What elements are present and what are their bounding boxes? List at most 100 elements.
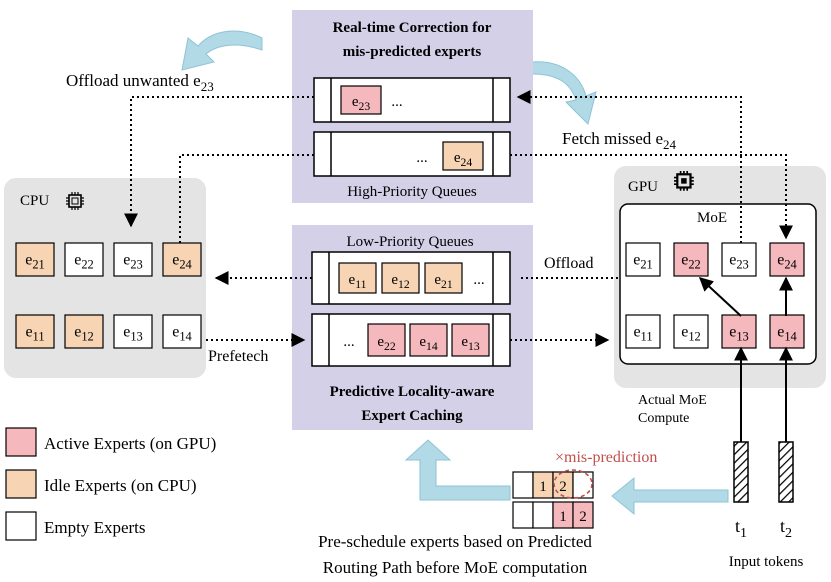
chip-icon [66, 192, 84, 210]
low-priority-queues-label: Low-Priority Queues [346, 234, 473, 250]
flow-arrow-offload [181, 30, 263, 71]
expert-cell [673, 242, 709, 277]
schedule-cell-label: 2 [559, 479, 567, 495]
offload-unwanted-label: Offload unwanted e23 [66, 71, 214, 94]
expert-cell [367, 323, 406, 357]
expert-cell [442, 141, 484, 171]
dotted-connectors [124, 90, 793, 347]
expert-label: e22 [681, 252, 701, 272]
token-label: t2 [780, 516, 792, 541]
queue-ellipsis: ... [473, 272, 484, 288]
expert-label: e24 [454, 150, 473, 169]
chip-icon [674, 171, 694, 191]
queue-ellipsis: ... [343, 334, 354, 350]
expert-cell [113, 242, 153, 277]
schedule-cell-label: 1 [559, 509, 567, 525]
routing-arrow [698, 277, 742, 317]
prefetch-label: Prefetech [208, 348, 268, 365]
schedule-cell-label: 2 [579, 509, 587, 525]
correction-title-line1: Real-time Correction for [333, 20, 492, 36]
schedule-cell [512, 501, 534, 529]
offload-label: Offload [544, 255, 593, 272]
high-priority-queue-1: e23 ... [313, 77, 511, 123]
input-token-2 [778, 441, 794, 503]
high-priority-queue-2: ... e24 [313, 131, 511, 177]
expert-cell [721, 242, 757, 277]
queue-ellipsis: ... [416, 150, 427, 166]
expert-cell [162, 314, 202, 349]
low-priority-queue-1: e11 e12 e21 ... [311, 251, 511, 305]
legend-label: Idle Experts (on CPU) [44, 476, 197, 495]
expert-cell [162, 242, 202, 277]
expert-label: e14 [777, 324, 797, 344]
expert-cell [409, 323, 448, 357]
caching-title-line2: Expert Caching [361, 408, 463, 424]
flow-arrow-to-caching [404, 439, 511, 501]
offload-unwanted-path [124, 96, 314, 228]
expert-cell [625, 314, 661, 349]
schedule-cell [572, 471, 594, 499]
expert-label: e13 [729, 324, 749, 344]
expert-cell [113, 314, 153, 349]
token-label: t1 [735, 516, 747, 541]
expert-label: e23 [729, 252, 749, 272]
expert-label: e11 [349, 272, 367, 291]
expert-label: e11 [633, 324, 652, 344]
actual-moe-compute-line1: Actual MoE [638, 393, 707, 408]
schedule-cell [532, 501, 554, 529]
expert-label: e13 [461, 334, 480, 353]
expert-cell [625, 242, 661, 277]
expert-label: e22 [74, 252, 94, 272]
misprediction-label: ×mis-prediction [555, 449, 657, 466]
expert-cell [15, 242, 55, 277]
expert-cell [338, 262, 377, 294]
legend-label: Active Experts (on GPU) [44, 434, 216, 453]
input-tokens-label: Input tokens [729, 554, 804, 570]
schedule-cell-label: 1 [539, 479, 547, 495]
legend-swatch [5, 511, 37, 541]
expert-cell [769, 242, 805, 277]
expert-label: e13 [123, 324, 143, 344]
legend: Active Experts (on GPU) Idle Experts (on … [5, 427, 216, 541]
high-priority-queues-label: High-Priority Queues [347, 184, 477, 200]
caching-panel: Low-Priority Queues e11 e12 e21 ... ... e2… [292, 225, 533, 430]
expert-label: e14 [172, 324, 192, 344]
expert-label: e11 [25, 324, 44, 344]
schedule-cell [512, 471, 534, 499]
moe-label: MoE [697, 210, 727, 226]
legend-swatch [5, 427, 37, 457]
expert-label: e24 [172, 252, 192, 272]
expert-label: e12 [391, 272, 410, 291]
expert-label: e23 [123, 252, 143, 272]
cpu-label: CPU [20, 193, 49, 209]
fetch-missed-path [510, 154, 793, 240]
expert-label: e12 [74, 324, 94, 344]
legend-label: Empty Experts [44, 518, 146, 537]
preschedule-caption-line1: Pre-schedule experts based on Predicted [318, 532, 592, 551]
moe-box [619, 203, 817, 365]
expert-label: e24 [777, 252, 797, 272]
expert-cell [381, 262, 420, 294]
gpu-label: GPU [628, 179, 658, 195]
gpu-panel: GPU MoE e21 e22 e23 e24 e11 e12 e13 e14 Actual … [614, 166, 826, 426]
expert-label: e22 [377, 334, 396, 353]
expert-label: e21 [25, 252, 45, 272]
actual-moe-compute-line2: Compute [638, 411, 689, 426]
gpu-e23-to-queue-path [516, 90, 742, 243]
expert-label: e21 [633, 252, 653, 272]
expert-label: e21 [434, 272, 453, 291]
legend-swatch [5, 469, 37, 499]
misprediction-circle [553, 469, 593, 499]
flow-arrow-preschedule [611, 476, 729, 516]
cpu-panel: CPU e21 e22 e23 e24 e11 e12 e13 e14 [4, 178, 206, 378]
expert-label: e12 [681, 324, 701, 344]
fetch-missed-label: Fetch missed e24 [562, 129, 677, 152]
input-token-1 [733, 441, 749, 503]
expert-cell [64, 314, 104, 349]
expert-cell [424, 262, 463, 294]
expert-label: e14 [419, 334, 438, 353]
queue-ellipsis: ... [391, 94, 402, 110]
flow-arrow-fetch [531, 61, 597, 125]
